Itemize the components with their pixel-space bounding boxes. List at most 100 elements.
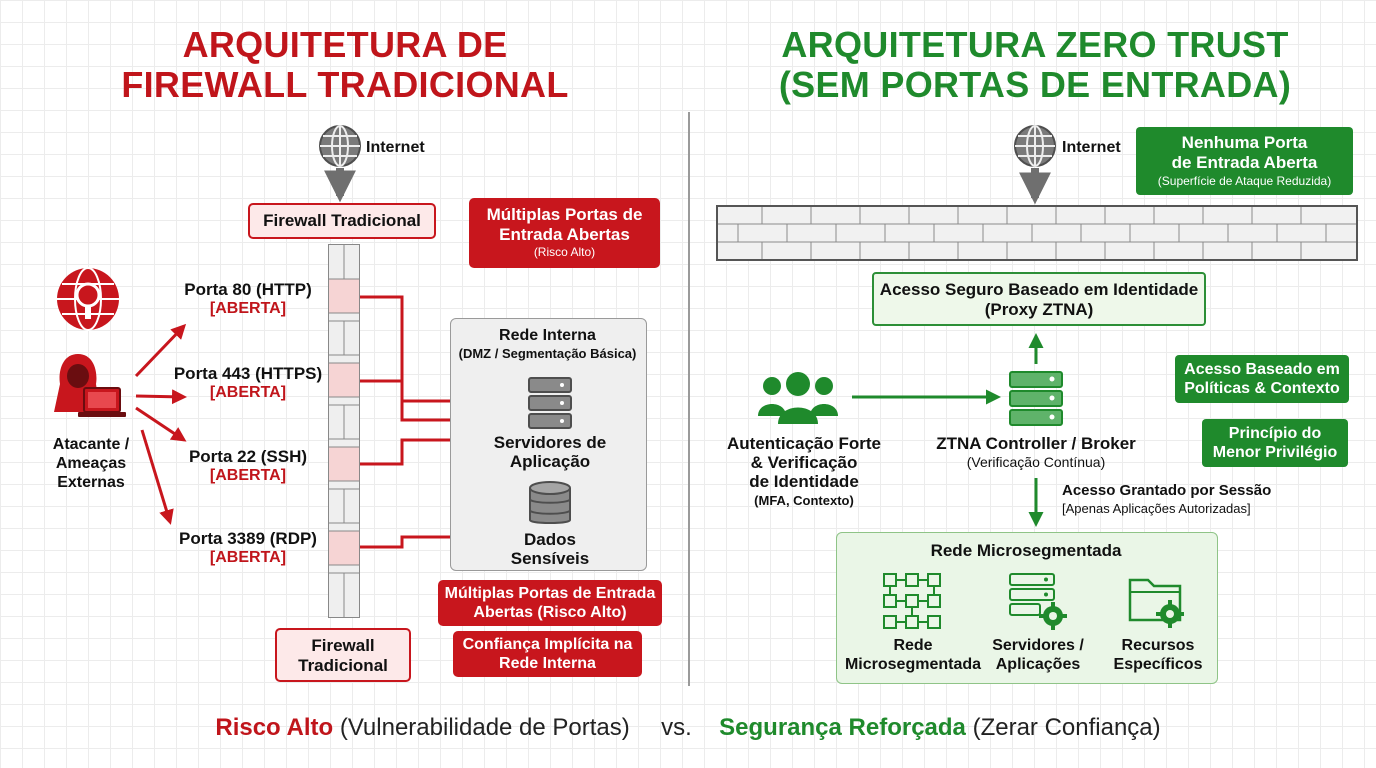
footer-left-rest: (Vulnerabilidade de Portas)	[333, 714, 630, 741]
firewall-bottom-line2: Tradicional	[298, 656, 388, 675]
firewall-bottom-label: Firewall Tradicional	[275, 628, 411, 682]
auth-line4: (MFA, Contexto)	[754, 493, 854, 508]
port-80: Porta 80 (HTTP) [ABERTA]	[168, 280, 328, 318]
attacker-label: Atacante / Ameaças Externas	[36, 435, 146, 492]
attacker-line2: Ameaças	[55, 455, 127, 472]
internal-network-panel	[450, 318, 647, 571]
right-title-line1: ARQUITETURA ZERO TRUST	[781, 24, 1289, 65]
port-3389: Porta 3389 (RDP) [ABERTA]	[168, 529, 328, 567]
no-port-line1: Nenhuma Porta	[1181, 133, 1308, 152]
left-title-line2: FIREWALL TRADICIONAL	[121, 64, 569, 105]
left-internet-label: Internet	[366, 139, 425, 156]
session-line2: [Apenas Aplicações Autorizadas]	[1062, 501, 1251, 516]
right-title-line2: (SEM PORTAS DE ENTRADA)	[778, 64, 1292, 105]
auth-line2: & Verificação	[750, 453, 858, 472]
port-22: Porta 22 (SSH) [ABERTA]	[168, 447, 328, 485]
no-port-line2: de Entrada Aberta	[1171, 153, 1318, 172]
auth-label: Autenticação Forte & Verificação de Iden…	[720, 434, 888, 510]
brick-wall	[716, 205, 1358, 261]
multi-ports-bottom-line2: Abertas (Risco Alto)	[473, 604, 627, 621]
microseg-item-resources-line2: Específicos	[1113, 656, 1203, 673]
firewall-tower	[328, 244, 360, 618]
users-icon	[756, 370, 840, 426]
session-label: Acesso Grantado por Sessão [Apenas Aplic…	[1062, 482, 1302, 518]
database-icon	[528, 480, 572, 528]
internal-net-sub: (DMZ / Segmentação Básica)	[458, 346, 637, 361]
center-divider	[688, 112, 690, 686]
no-open-port-badge: Nenhuma Porta de Entrada Aberta (Superfí…	[1136, 127, 1353, 195]
microseg-panel	[836, 532, 1218, 684]
sensitive-line2: Sensíveis	[510, 549, 590, 568]
auth-line1: Autenticação Forte	[727, 434, 881, 453]
controller-line1: ZTNA Controller / Broker	[936, 434, 1136, 453]
footer-right-bold: Segurança Reforçada	[719, 714, 966, 741]
policy-line2: Políticas & Contexto	[1184, 380, 1340, 397]
footer-vs: vs.	[661, 714, 692, 741]
microseg-item-resources-line1: Recursos	[1121, 637, 1195, 654]
footer-right-rest: (Zerar Confiança)	[965, 714, 1161, 741]
least-privilege-badge: Princípio do Menor Privilégio	[1202, 419, 1348, 467]
microseg-item-servers-line2: Aplicações	[995, 656, 1081, 673]
identity-access-line2: (Proxy ZTNA)	[984, 300, 1094, 319]
multi-ports-bottom-badge: Múltiplas Portas de Entrada Abertas (Ris…	[438, 580, 662, 626]
implicit-trust-badge: Confiança Implícita na Rede Interna	[453, 631, 642, 677]
right-globe-icon	[1013, 124, 1057, 168]
multi-ports-top-line3: (Risco Alto)	[533, 245, 596, 259]
no-port-line3: (Superfície de Ataque Reduzida)	[1157, 174, 1332, 188]
firewall-top-label: Firewall Tradicional	[248, 203, 436, 239]
port-3389-name: Porta 3389 (RDP)	[179, 529, 317, 548]
footer-caption: Risco Alto (Vulnerabilidade de Portas) v…	[0, 714, 1376, 742]
microseg-title: Rede Microsegmentada	[930, 541, 1122, 560]
footer-left-bold: Risco Alto	[215, 714, 334, 741]
attacker-line1: Atacante /	[52, 436, 130, 453]
identity-access-line1: Acesso Seguro Baseado em Identidade	[879, 280, 1199, 299]
multi-ports-bottom-line1: Múltiplas Portas de Entrada	[444, 585, 656, 602]
port-443-name: Porta 443 (HTTPS)	[173, 364, 323, 383]
session-line1: Acesso Grantado por Sessão	[1062, 482, 1272, 499]
folder-gear-icon	[1128, 572, 1188, 630]
microseg-item-network-line2: Microsegmentada	[844, 656, 982, 673]
app-servers-line1: Servidores de	[493, 433, 607, 452]
implicit-trust-line2: Rede Interna	[499, 655, 596, 672]
attack-arrow-3389	[140, 429, 174, 525]
hacker-icon	[48, 350, 126, 426]
multi-ports-top-line2: Entrada Abertas	[499, 225, 630, 244]
policy-badge: Acesso Baseado em Políticas & Contexto	[1175, 355, 1349, 403]
microseg-item-network: Rede Microsegmentada	[838, 636, 988, 674]
port-22-status: [ABERTA]	[209, 467, 287, 484]
firewall-bottom-line1: Firewall	[311, 636, 375, 655]
port-443-status: [ABERTA]	[209, 384, 287, 401]
controller-server-icon	[1008, 370, 1064, 428]
left-title: ARQUITETURA DE FIREWALL TRADICIONAL	[60, 25, 630, 105]
server-gear-icon	[1008, 572, 1068, 630]
left-title-line1: ARQUITETURA DE	[182, 24, 508, 65]
least-priv-line2: Menor Privilégio	[1212, 444, 1338, 461]
attacker-line3: Externas	[57, 474, 125, 491]
left-globe-icon	[318, 124, 362, 168]
policy-line1: Acesso Baseado em	[1184, 361, 1340, 378]
app-server-icon	[527, 376, 573, 430]
right-connectors	[852, 168, 1051, 527]
route-22	[358, 432, 485, 466]
attack-arrow-443	[135, 389, 187, 405]
sensitive-line1: Dados	[524, 530, 576, 549]
microseg-item-resources: Recursos Específicos	[1096, 636, 1220, 674]
port-443: Porta 443 (HTTPS) [ABERTA]	[166, 364, 330, 402]
microseg-item-network-line1: Rede	[893, 637, 933, 654]
port-80-name: Porta 80 (HTTP)	[184, 280, 312, 299]
port-3389-status: [ABERTA]	[209, 549, 287, 566]
identity-access-box: Acesso Seguro Baseado em Identidade (Pro…	[872, 272, 1206, 326]
multi-ports-top-badge: Múltiplas Portas de Entrada Abertas (Ris…	[469, 198, 660, 268]
auth-line3: de Identidade	[749, 472, 859, 491]
right-internet-label: Internet	[1062, 139, 1121, 156]
multi-ports-top-line1: Múltiplas Portas de	[486, 205, 643, 224]
internal-net-title: Rede Interna	[499, 327, 596, 344]
microseg-item-servers: Servidores / Aplicações	[972, 636, 1104, 674]
controller-line2: (Verificação Contínua)	[966, 454, 1106, 470]
right-title: ARQUITETURA ZERO TRUST (SEM PORTAS DE EN…	[740, 25, 1330, 105]
microseg-item-servers-line1: Servidores /	[992, 637, 1084, 654]
port-80-status: [ABERTA]	[209, 300, 287, 317]
threat-globe-icon	[54, 265, 122, 333]
sensitive-data-label: Dados Sensíveis	[490, 530, 610, 568]
implicit-trust-line1: Confiança Implícita na	[462, 636, 633, 653]
